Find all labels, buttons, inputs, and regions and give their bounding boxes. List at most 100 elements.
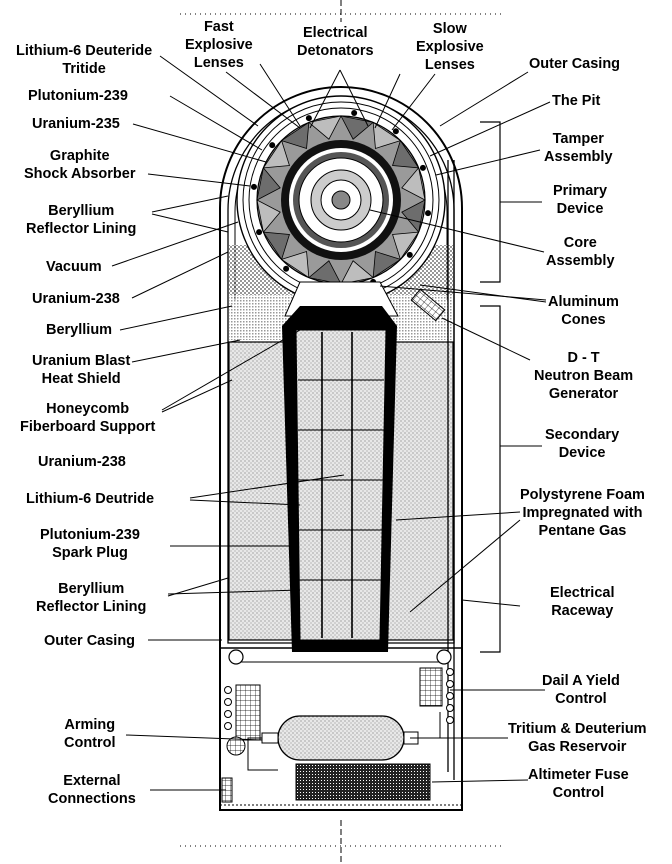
leader-line (409, 519, 521, 613)
leader-line (161, 329, 301, 411)
explosive-lens (392, 139, 420, 169)
leader-line (391, 73, 436, 131)
secondary-bracket (480, 305, 501, 653)
label-uranium-238-low: Uranium-238 (38, 454, 126, 470)
label-vacuum: Vacuum (46, 259, 102, 275)
label-outer-casing-low: Outer Casing (44, 633, 136, 649)
indicator-lights-left (224, 686, 232, 730)
explosive-lens (372, 121, 402, 149)
leader-line (119, 305, 233, 331)
leader-line (225, 71, 301, 129)
leader-line (189, 474, 345, 499)
leader-line (374, 73, 401, 129)
mount-hole (436, 649, 452, 665)
detonator (256, 229, 263, 236)
detonator (406, 251, 413, 258)
explosive-lens (262, 139, 290, 169)
indicator-light (446, 668, 454, 676)
explosive-lens (340, 115, 375, 140)
arming-connector (226, 736, 246, 756)
leader-line (435, 149, 541, 176)
leader-line (189, 499, 301, 506)
indicator-light (224, 686, 232, 694)
leader-line (159, 55, 259, 127)
leader-line (379, 285, 547, 301)
leader-line (339, 69, 369, 127)
indicator-light (446, 704, 454, 712)
detonator (425, 210, 432, 217)
explosive-lens (392, 231, 420, 261)
leader-line (111, 221, 239, 267)
leader-line (309, 69, 341, 129)
leader-line (419, 284, 547, 303)
explosive-lens (262, 231, 290, 261)
label-the-pit: The Pit (552, 93, 601, 109)
leader-line (169, 95, 263, 151)
explosive-lens (256, 199, 281, 234)
arming-control-box (235, 684, 261, 741)
center-axis (180, 0, 502, 864)
gas-reservoir (247, 712, 441, 771)
explosive-lens (307, 115, 342, 140)
leader-line (131, 339, 241, 363)
leader-line (132, 123, 267, 163)
explosive-lens (307, 260, 342, 285)
yield-control-box (419, 667, 443, 707)
leader-line (151, 195, 229, 213)
mount-hole (228, 649, 244, 665)
leader-line (441, 317, 531, 361)
label-beryllium: Beryllium (46, 322, 113, 338)
detonator (351, 109, 358, 116)
explosive-lens (401, 166, 426, 201)
indicator-light (224, 698, 232, 706)
detonator (283, 265, 290, 272)
label-lithium-6-deutride: Lithium-6 Deutride (26, 491, 155, 507)
explosive-lens (401, 199, 426, 234)
detonator (305, 115, 312, 122)
secondary-fuel (295, 329, 387, 641)
leader-line (167, 589, 301, 595)
indicator-light (224, 722, 232, 730)
primary-bracket (480, 121, 501, 283)
indicator-light (446, 716, 454, 724)
neutron-generator (410, 288, 446, 322)
indicator-light (224, 710, 232, 718)
indicator-light (446, 692, 454, 700)
explosive-lens (340, 260, 375, 285)
leader-line (429, 101, 551, 157)
leader-line (461, 599, 521, 607)
indicator-lights-right (446, 668, 454, 724)
leader-line (167, 577, 229, 597)
leader-line (439, 71, 529, 127)
leader-line (259, 63, 301, 127)
leader-line (161, 379, 233, 413)
leader-line (131, 251, 229, 299)
leader-line (395, 511, 521, 521)
label-uranium-235: Uranium-235 (32, 116, 120, 132)
leader-line (431, 779, 529, 783)
detonator (269, 142, 276, 149)
leader-line (369, 209, 545, 253)
explosive-lens (280, 121, 310, 149)
